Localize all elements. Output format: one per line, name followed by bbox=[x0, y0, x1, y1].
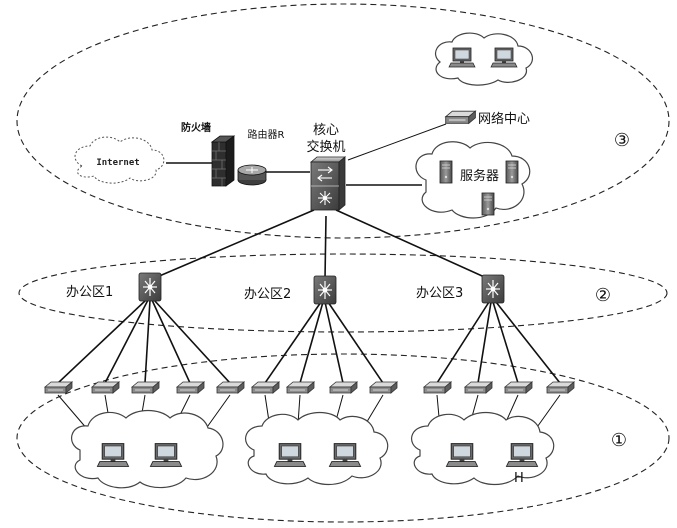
core-switch-label-line2: 交换机 bbox=[306, 139, 345, 155]
firewall-label: 防火墙 bbox=[181, 121, 211, 134]
access-switch-icon bbox=[423, 381, 452, 394]
office2-switch-icon bbox=[313, 275, 337, 305]
internet-cloud bbox=[74, 136, 165, 184]
core-switch-label-line1: 核心 bbox=[313, 123, 339, 138]
layer1-number: ① bbox=[611, 430, 627, 451]
layer2-number: ② bbox=[595, 285, 611, 306]
access-switch-icon bbox=[546, 381, 575, 394]
network-links bbox=[57, 123, 561, 431]
net-center-pc-icon bbox=[490, 47, 518, 68]
core-switch-icon bbox=[309, 156, 347, 211]
net-center-cloud bbox=[435, 32, 534, 86]
access-switches bbox=[44, 381, 575, 394]
office1-cloud bbox=[71, 409, 224, 489]
router-icon bbox=[237, 164, 267, 186]
firewall-icon bbox=[210, 135, 236, 187]
access-switch-icon bbox=[329, 381, 358, 394]
office2-cloud bbox=[245, 411, 389, 486]
access-switch-icon bbox=[44, 381, 73, 394]
pc-icon bbox=[505, 443, 539, 467]
internet-label: Internet bbox=[96, 158, 139, 168]
pc-icon bbox=[445, 443, 479, 467]
access-switch-icon bbox=[464, 381, 493, 394]
core-layer-ellipse bbox=[16, 3, 670, 239]
office2-label: 办公区2 bbox=[244, 287, 291, 302]
access-switch-icon bbox=[369, 381, 398, 394]
pc-icon bbox=[328, 443, 362, 467]
net-center-label: 网络中心 bbox=[478, 111, 530, 127]
access-switch-icon bbox=[251, 381, 280, 394]
pc-icon bbox=[96, 443, 130, 467]
net-center-pc-icon bbox=[448, 47, 476, 68]
server-label: 服务器 bbox=[460, 168, 499, 184]
pc-icon bbox=[273, 443, 307, 467]
office3-switch-icon bbox=[481, 274, 505, 304]
host-h-label: H bbox=[514, 471, 524, 486]
server-icon bbox=[481, 192, 495, 216]
net-center-switch-icon bbox=[445, 110, 476, 124]
access-layer-ellipse bbox=[16, 353, 670, 523]
access-switch-icon bbox=[286, 381, 315, 394]
router-label: 路由器R bbox=[248, 128, 285, 141]
pc-icon bbox=[149, 443, 183, 467]
access-switch-icon bbox=[176, 381, 205, 394]
server-icon bbox=[439, 160, 453, 184]
access-switch-icon bbox=[91, 381, 120, 394]
office1-label: 办公区1 bbox=[66, 285, 113, 300]
server-icon bbox=[505, 160, 519, 184]
office3-label: 办公区3 bbox=[416, 286, 463, 301]
access-switch-icon bbox=[131, 381, 160, 394]
office1-switch-icon bbox=[138, 272, 162, 302]
access-switch-icon bbox=[216, 381, 245, 394]
layer3-number: ③ bbox=[614, 130, 630, 151]
access-switch-icon bbox=[504, 381, 533, 394]
distribution-layer-ellipse bbox=[18, 253, 668, 333]
